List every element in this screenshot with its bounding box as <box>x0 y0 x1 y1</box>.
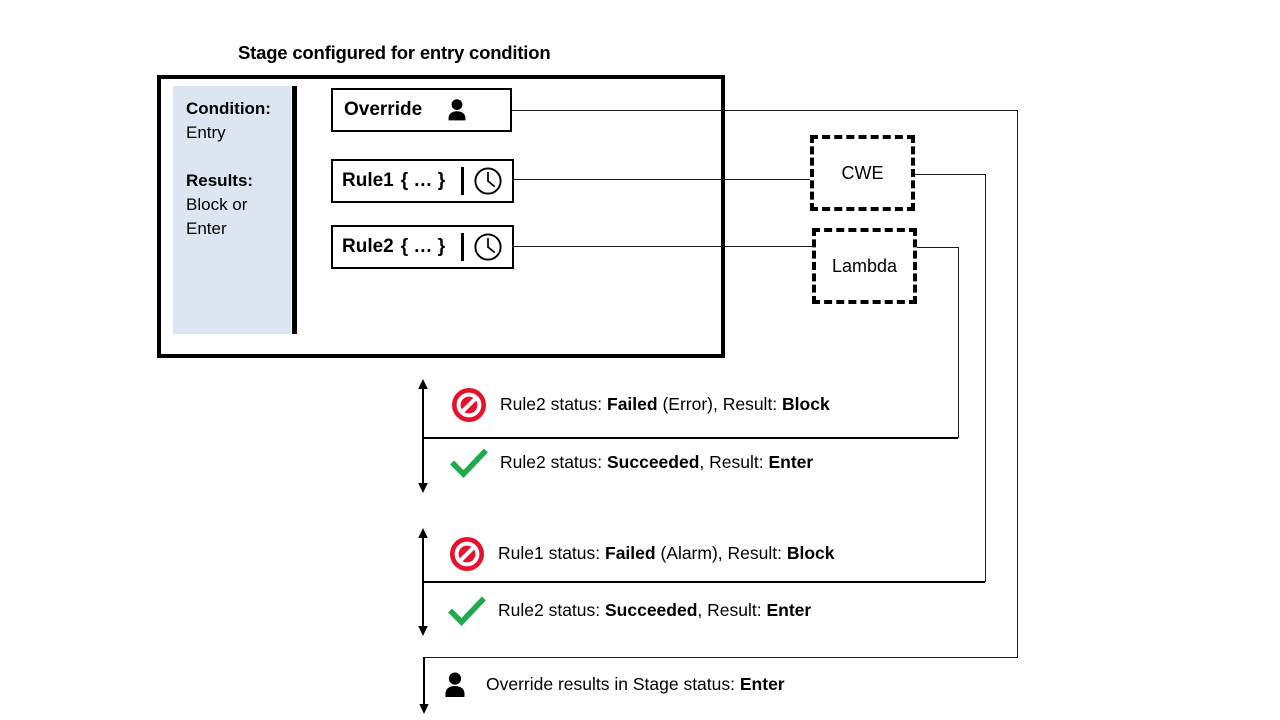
connector-rule1-to-cwe <box>514 179 811 180</box>
node-cwe[interactable]: CWE <box>810 135 915 211</box>
node-rule2-label: Rule2 <box>342 236 394 257</box>
panel-spacer <box>186 145 291 169</box>
no-entry-icon <box>448 535 486 573</box>
panel-divider-bar <box>292 86 297 334</box>
annotation-row-rule2-failed: Rule2 status: Failed (Error), Result: Bl… <box>450 386 830 424</box>
annotation-text-rule2-failed: Rule2 status: Failed (Error), Result: Bl… <box>500 394 830 415</box>
annotation-row-override: Override results in Stage status: Enter <box>440 670 785 700</box>
connector-override-vertical <box>1017 110 1018 658</box>
connector-lambda-vertical <box>958 247 959 438</box>
results-value-line1: Block or <box>186 195 248 214</box>
connector-override-return <box>424 657 1018 658</box>
node-rule1-braces: { … } <box>400 170 446 191</box>
node-rule1[interactable]: Rule1 { … } <box>331 159 514 203</box>
condition-label: Condition: <box>186 99 271 118</box>
green-check-icon <box>448 592 486 630</box>
down-arrow-icon <box>419 657 429 714</box>
annotation-row-rule1-succeeded: Rule2 status: Succeeded, Result: Enter <box>448 592 811 630</box>
green-check-icon <box>450 444 488 482</box>
annotation-text-rule2-succeeded: Rule2 status: Succeeded, Result: Enter <box>500 452 814 473</box>
connector-cwe-out-horizontal <box>913 174 986 175</box>
person-icon <box>444 97 470 123</box>
node-lambda-label: Lambda <box>831 255 898 276</box>
clock-icon <box>473 232 503 262</box>
condition-value: Entry <box>186 123 226 142</box>
annotation-divider-rule2 <box>422 437 958 439</box>
connector-override-horizontal <box>512 110 1018 111</box>
node-rule1-label: Rule1 <box>342 170 394 191</box>
results-value-line2: Enter <box>186 219 227 238</box>
node-override-label: Override <box>344 99 423 120</box>
connector-lambda-out-horizontal <box>915 247 959 248</box>
node-rule2[interactable]: Rule2 { … } <box>331 225 514 269</box>
range-arrow-icon <box>418 379 428 493</box>
stage-container <box>157 75 725 358</box>
node-cwe-label: CWE <box>841 162 884 183</box>
node-lambda[interactable]: Lambda <box>812 228 917 304</box>
clock-icon <box>473 166 503 196</box>
connector-rule2-to-lambda <box>514 246 813 247</box>
node-override[interactable]: Override <box>331 88 512 132</box>
node-rule1-separator <box>461 167 464 195</box>
annotation-row-rule2-succeeded: Rule2 status: Succeeded, Result: Enter <box>450 444 813 482</box>
no-entry-icon <box>450 386 488 424</box>
node-rule2-braces: { … } <box>400 236 446 257</box>
results-label: Results: <box>186 171 254 190</box>
condition-results-panel: Condition: Entry Results: Block or Enter <box>173 86 291 334</box>
annotation-text-rule1-succeeded: Rule2 status: Succeeded, Result: Enter <box>498 600 812 621</box>
annotation-text-rule1-failed: Rule1 status: Failed (Alarm), Result: Bl… <box>498 543 835 564</box>
node-rule2-separator <box>461 233 464 261</box>
page-title: Stage configured for entry condition <box>238 42 551 63</box>
annotation-divider-rule1 <box>422 581 985 583</box>
annotation-row-rule1-failed: Rule1 status: Failed (Alarm), Result: Bl… <box>448 535 835 573</box>
annotation-text-override: Override results in Stage status: Enter <box>486 674 785 695</box>
range-arrow-icon <box>418 528 428 636</box>
connector-cwe-vertical <box>985 174 986 582</box>
person-icon <box>440 670 470 700</box>
